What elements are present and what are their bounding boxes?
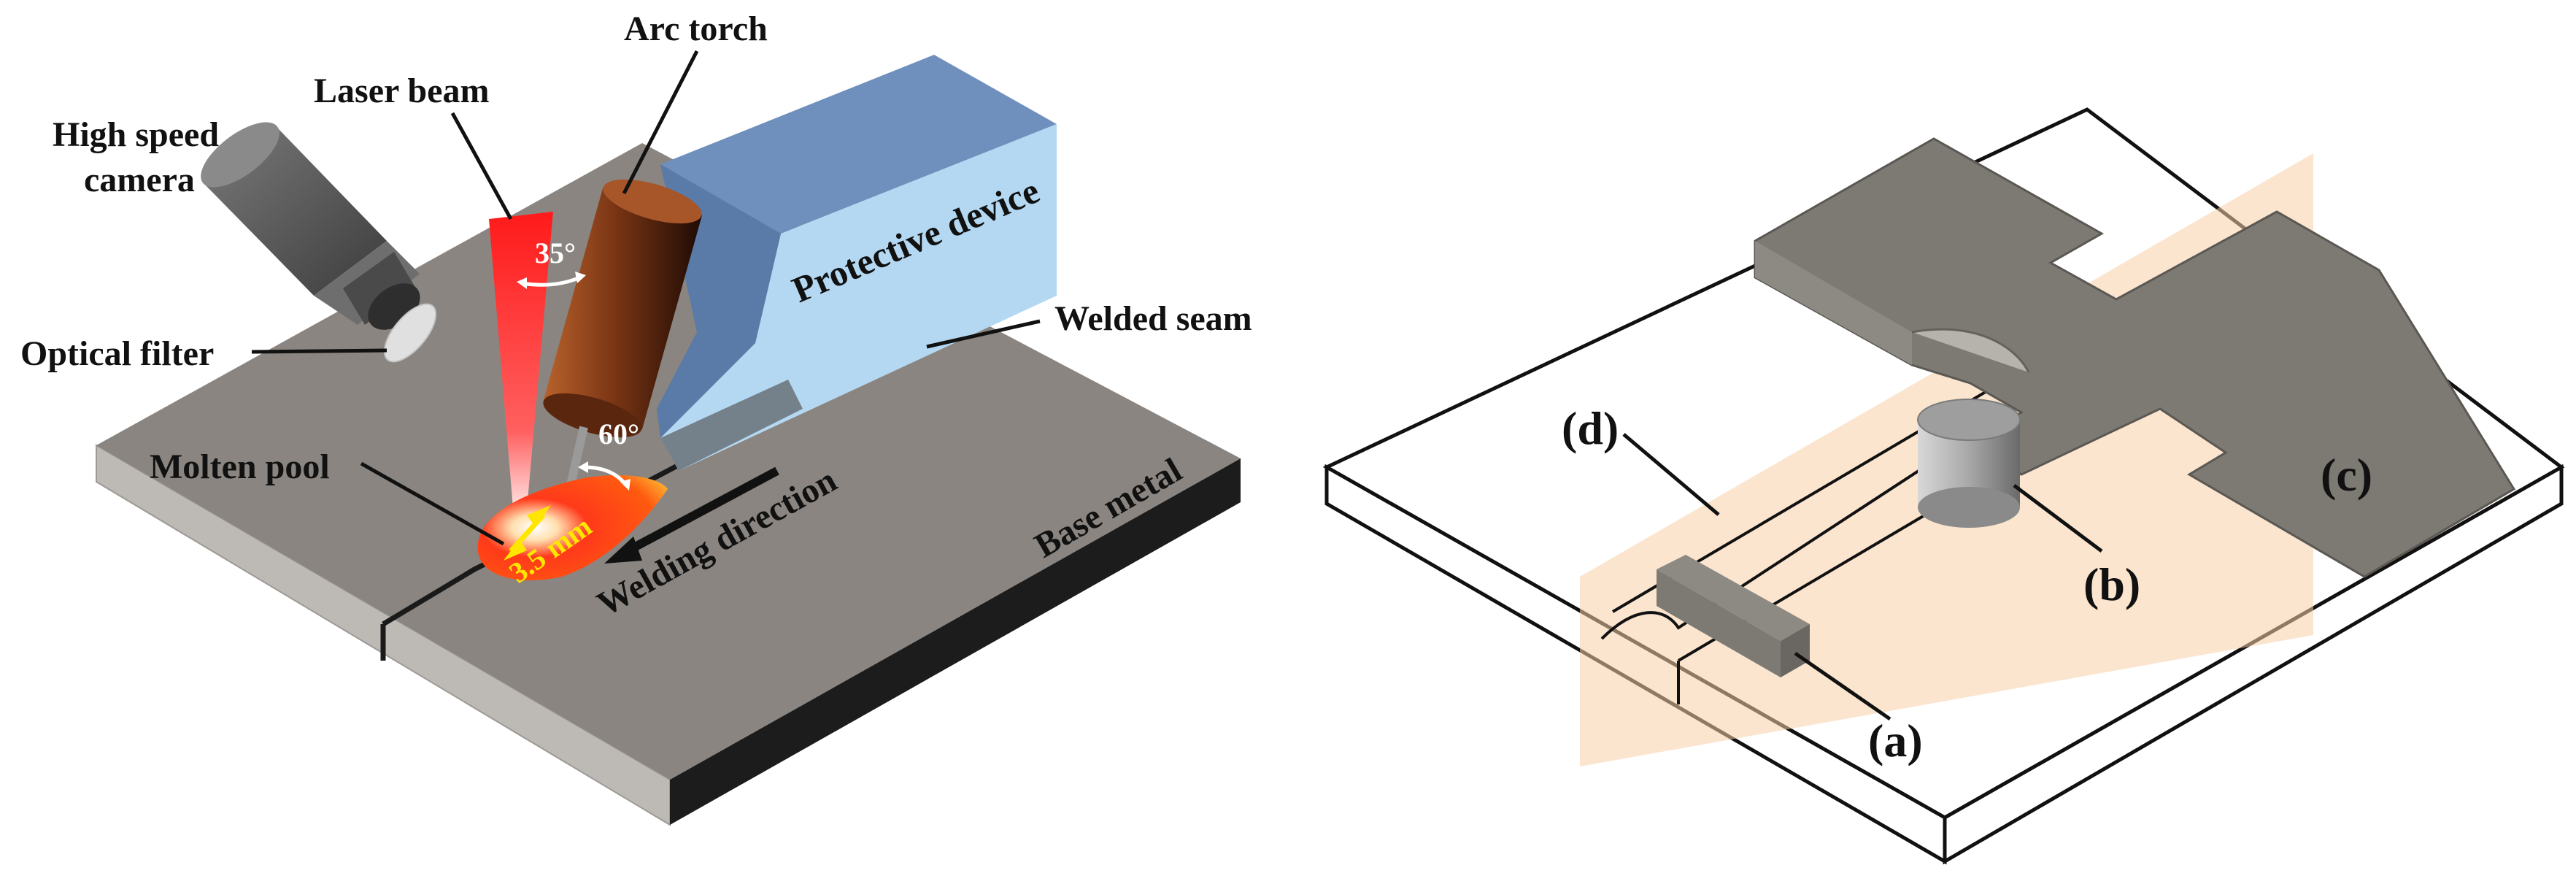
label-b: (b) [2083,558,2140,610]
label-angle-35: 35° [535,237,576,269]
leader-arc-torch [622,50,699,195]
leader-b [2013,484,2103,553]
welding-setup-diagram: Arc torch Laser beam High speed camera O… [20,9,1252,826]
leader-molten-pool [360,461,505,546]
label-a: (a) [1868,715,1923,766]
label-angle-60: 60° [598,418,639,450]
label-d: (d) [1562,402,1619,454]
label-welded-seam: Welded seam [1054,299,1252,338]
bar-specimen [1657,555,1810,677]
label-high-speed-camera-2: camera [84,161,195,199]
welding-direction-arrow [618,466,779,559]
protective-shadow [660,380,803,471]
label-laser-beam: Laser beam [314,72,489,110]
molten-pool [477,474,668,580]
angle-arc-35 [521,275,581,287]
cylinder-specimen [1917,399,2021,528]
label-c: (c) [2321,449,2372,501]
leader-optical-filter [251,348,387,354]
label-optical-filter: Optical filter [20,334,214,373]
label-arc-torch: Arc torch [624,9,768,48]
tensile-specimen [1754,137,2516,578]
laser-beam [489,212,553,526]
optical-filter [383,303,437,363]
high-speed-camera [201,122,420,330]
protective-device-front [660,124,1057,471]
protective-device-top [660,55,1057,234]
weld-plate-front-right [1943,464,2564,865]
label-high-speed-camera-1: High speed [53,115,219,154]
specimen-layout-diagram: (d) (c) (b) (a) [1322,107,2565,865]
leader-laser-beam [450,112,513,220]
label-molten-pool: Molten pool [150,447,330,486]
leader-a [1794,651,1891,721]
leader-d [1622,433,1720,516]
plate-right-dark-edge [670,458,1241,825]
leader-welded-seam [926,319,1041,349]
